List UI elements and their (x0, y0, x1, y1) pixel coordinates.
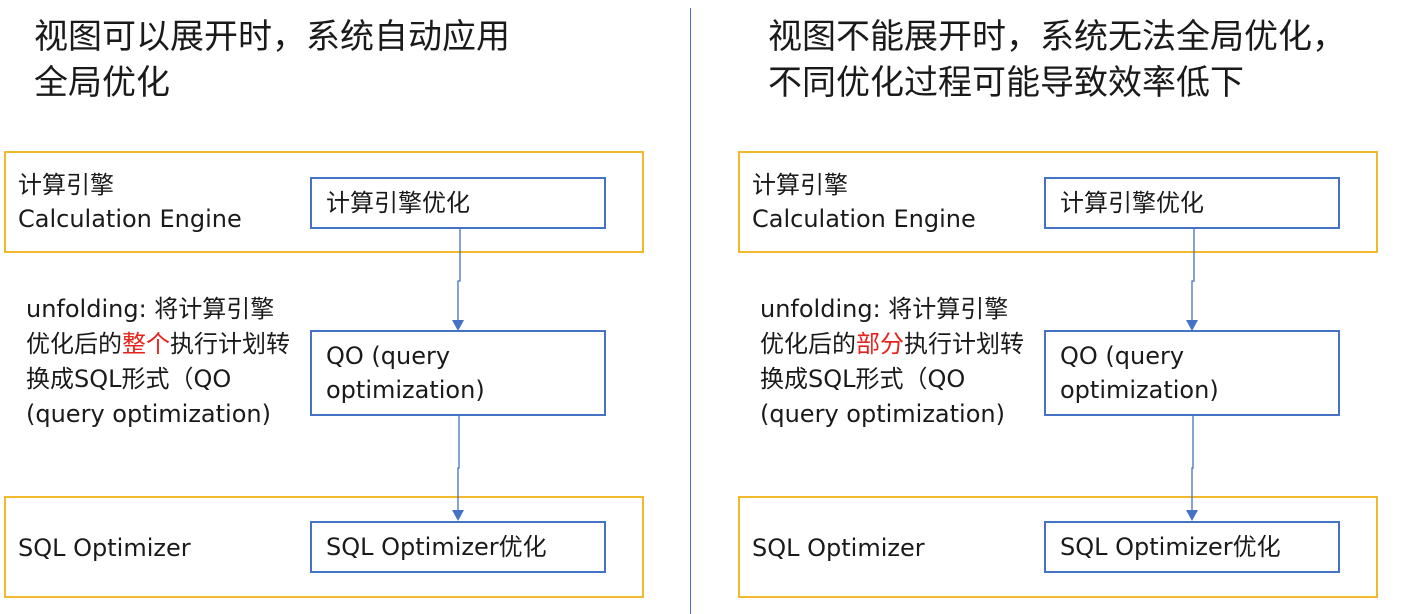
engine-optimization-label: 计算引擎优化 (326, 189, 470, 217)
panel-title: 视图不能展开时，系统无法全局优化， 不同优化过程可能导致效率低下 (768, 17, 1346, 103)
qo-label: QO (query optimization) (1060, 342, 1219, 404)
note-highlight: 整个 (122, 330, 170, 358)
note-text-after: 执行计划转换成SQL形式（QO (query optimization) (760, 330, 1024, 428)
panel-global-optimization: 视图可以展开时，系统自动应用 全局优化 计算引擎 Calculation Eng… (0, 0, 700, 614)
calculation-engine-layer (4, 151, 644, 253)
calculation-engine-label: 计算引擎 Calculation Engine (18, 171, 242, 233)
sql-optimizer-node: SQL Optimizer优化 (1044, 521, 1340, 573)
sql-optimizer-label: SQL Optimizer (18, 534, 191, 562)
sql-optimizer-node-label: SQL Optimizer优化 (1060, 533, 1281, 561)
calculation-engine-layer (738, 151, 1378, 253)
sql-optimizer-node-label: SQL Optimizer优化 (326, 533, 547, 561)
note-text-after: 执行计划转换成SQL形式（QO (query optimization) (26, 330, 290, 428)
unfolding-note: unfolding: 将计算引擎优化后的部分执行计划转换成SQL形式（QO (q… (760, 292, 1032, 432)
engine-optimization-node: 计算引擎优化 (1044, 177, 1340, 229)
qo-node: QO (query optimization) (310, 330, 606, 416)
qo-node: QO (query optimization) (1044, 330, 1340, 416)
engine-optimization-node: 计算引擎优化 (310, 177, 606, 229)
note-text-before: unfolding: 将计算引擎优化后的 (760, 295, 1009, 358)
panel-divider (690, 8, 691, 614)
panel-title: 视图可以展开时，系统自动应用 全局优化 (34, 17, 510, 103)
qo-label: QO (query optimization) (326, 342, 485, 404)
sql-optimizer-node: SQL Optimizer优化 (310, 521, 606, 573)
note-highlight: 部分 (856, 330, 904, 358)
panel-partial-optimization: 视图不能展开时，系统无法全局优化， 不同优化过程可能导致效率低下 计算引擎 Ca… (734, 0, 1427, 614)
engine-optimization-label: 计算引擎优化 (1060, 189, 1204, 217)
unfolding-note: unfolding: 将计算引擎优化后的整个执行计划转换成SQL形式（QO (q… (26, 292, 298, 432)
sql-optimizer-layer (4, 496, 644, 598)
note-text-before: unfolding: 将计算引擎优化后的 (26, 295, 275, 358)
sql-optimizer-label: SQL Optimizer (752, 534, 925, 562)
calculation-engine-label: 计算引擎 Calculation Engine (752, 171, 976, 233)
sql-optimizer-layer (738, 496, 1378, 598)
